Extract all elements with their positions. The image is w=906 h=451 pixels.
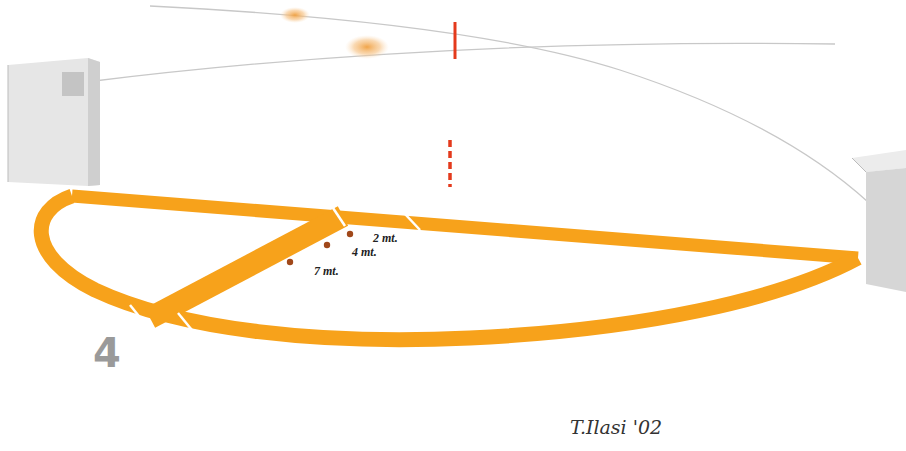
figure-number: 4 [93,333,121,373]
ball-blur [345,35,389,59]
window [62,72,84,96]
building [852,150,906,172]
building [8,58,100,186]
distance-label: 2 mt. [373,232,398,244]
distance-dot [324,242,330,248]
field-marks [130,208,420,335]
distance-dot [347,231,353,237]
trajectory [150,6,868,202]
distance-label: 7 mt. [314,265,339,277]
signature: T.Ilasi '02 [570,418,662,437]
distance-label: 4 mt. [352,246,377,258]
distance-dot [287,259,293,265]
red-dashed-marker [448,140,452,187]
red-marker [454,22,457,59]
ball-blur [280,7,310,23]
field-lines [41,196,858,340]
trajectory [86,43,835,82]
